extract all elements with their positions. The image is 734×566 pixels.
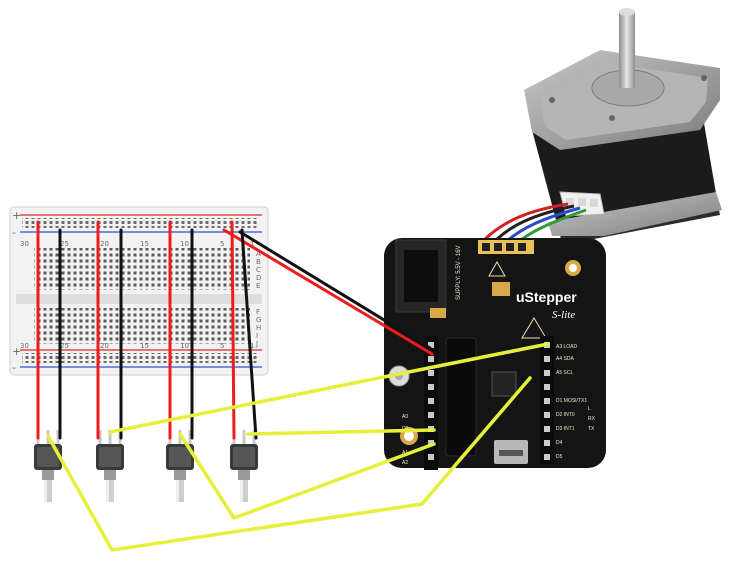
col-number: 10 (180, 240, 189, 248)
pin-label: D4 (556, 440, 563, 446)
col-number: 1 (250, 240, 254, 248)
led-labels: L RX TX (588, 406, 596, 432)
led-label: TX (588, 426, 595, 432)
potentiometers (34, 430, 258, 502)
pin-label: A4 SDA (556, 356, 574, 362)
pin-label: A2 (402, 460, 408, 466)
row-letter: B (256, 258, 261, 266)
row-letter: A (256, 250, 261, 258)
col-number: 20 (100, 342, 109, 350)
col-number: 15 (140, 342, 149, 350)
row-letter: F (256, 308, 260, 316)
pin-label: A5 SCL (556, 370, 573, 376)
wire-signal-pot1 (46, 376, 532, 552)
wire-signal-pot3 (178, 432, 436, 520)
pin-label: D2 INT0 (556, 412, 575, 418)
pin-label: A3 LOAD (556, 344, 578, 350)
row-letter: D (256, 274, 261, 282)
row-letter: G (256, 316, 261, 324)
col-number: 5 (220, 342, 224, 350)
col-number: 25 (60, 342, 69, 350)
col-number: 1 (250, 342, 254, 350)
rail-plus-sign: + (12, 209, 21, 222)
pot-3 (166, 430, 194, 502)
supply-label: SUPPLY: 5.5V - 16V (456, 245, 462, 300)
col-number: 10 (180, 342, 189, 350)
row-letter: I (256, 332, 258, 340)
row-letter: J (255, 340, 258, 348)
pin-label: D3 INT1 (556, 426, 575, 432)
row-letter: H (256, 324, 261, 332)
wires (36, 220, 550, 552)
col-number: 25 (60, 240, 69, 248)
rail-plus-sign-bottom: + (12, 345, 21, 358)
col-number: 15 (140, 240, 149, 248)
col-number: 30 (20, 342, 29, 350)
wire-signal-pot4 (246, 428, 436, 436)
wire-vcc (222, 228, 434, 356)
pin-label: D1 MOSI/TX1 (556, 398, 587, 404)
pot-4 (230, 430, 258, 502)
wire-signal-pot2 (108, 342, 550, 434)
pot-2 (96, 430, 124, 502)
pin-label: A0 (402, 414, 408, 420)
board-title: uStepper (516, 289, 577, 305)
column-numbers-top: 30 25 20 15 10 5 1 (20, 240, 254, 248)
rail-minus-sign-bottom: - (12, 361, 16, 374)
wire-gnd (238, 230, 432, 350)
pin-label: D5 (556, 454, 563, 460)
led-label: L (588, 406, 591, 412)
col-number: 30 (20, 240, 29, 248)
col-number: 5 (220, 240, 224, 248)
rail-minus-sign: - (12, 226, 16, 239)
pot-1 (34, 430, 62, 502)
row-letters: A B C D E F G H I J (255, 250, 261, 348)
right-pin-labels: A3 LOAD A4 SDA A5 SCL D1 MOSI/TX1 D2 INT… (556, 344, 587, 460)
column-numbers-bottom: 30 25 20 15 10 5 1 (20, 342, 254, 350)
col-number: 20 (100, 240, 109, 248)
row-letter: E (256, 282, 260, 290)
row-letter: C (256, 266, 261, 274)
board-subtitle: S-lite (552, 309, 575, 321)
dc-jack (395, 239, 447, 313)
wire-pot4-vcc (230, 220, 236, 440)
stepper-motor (524, 8, 722, 245)
led-label: RX (588, 416, 596, 422)
